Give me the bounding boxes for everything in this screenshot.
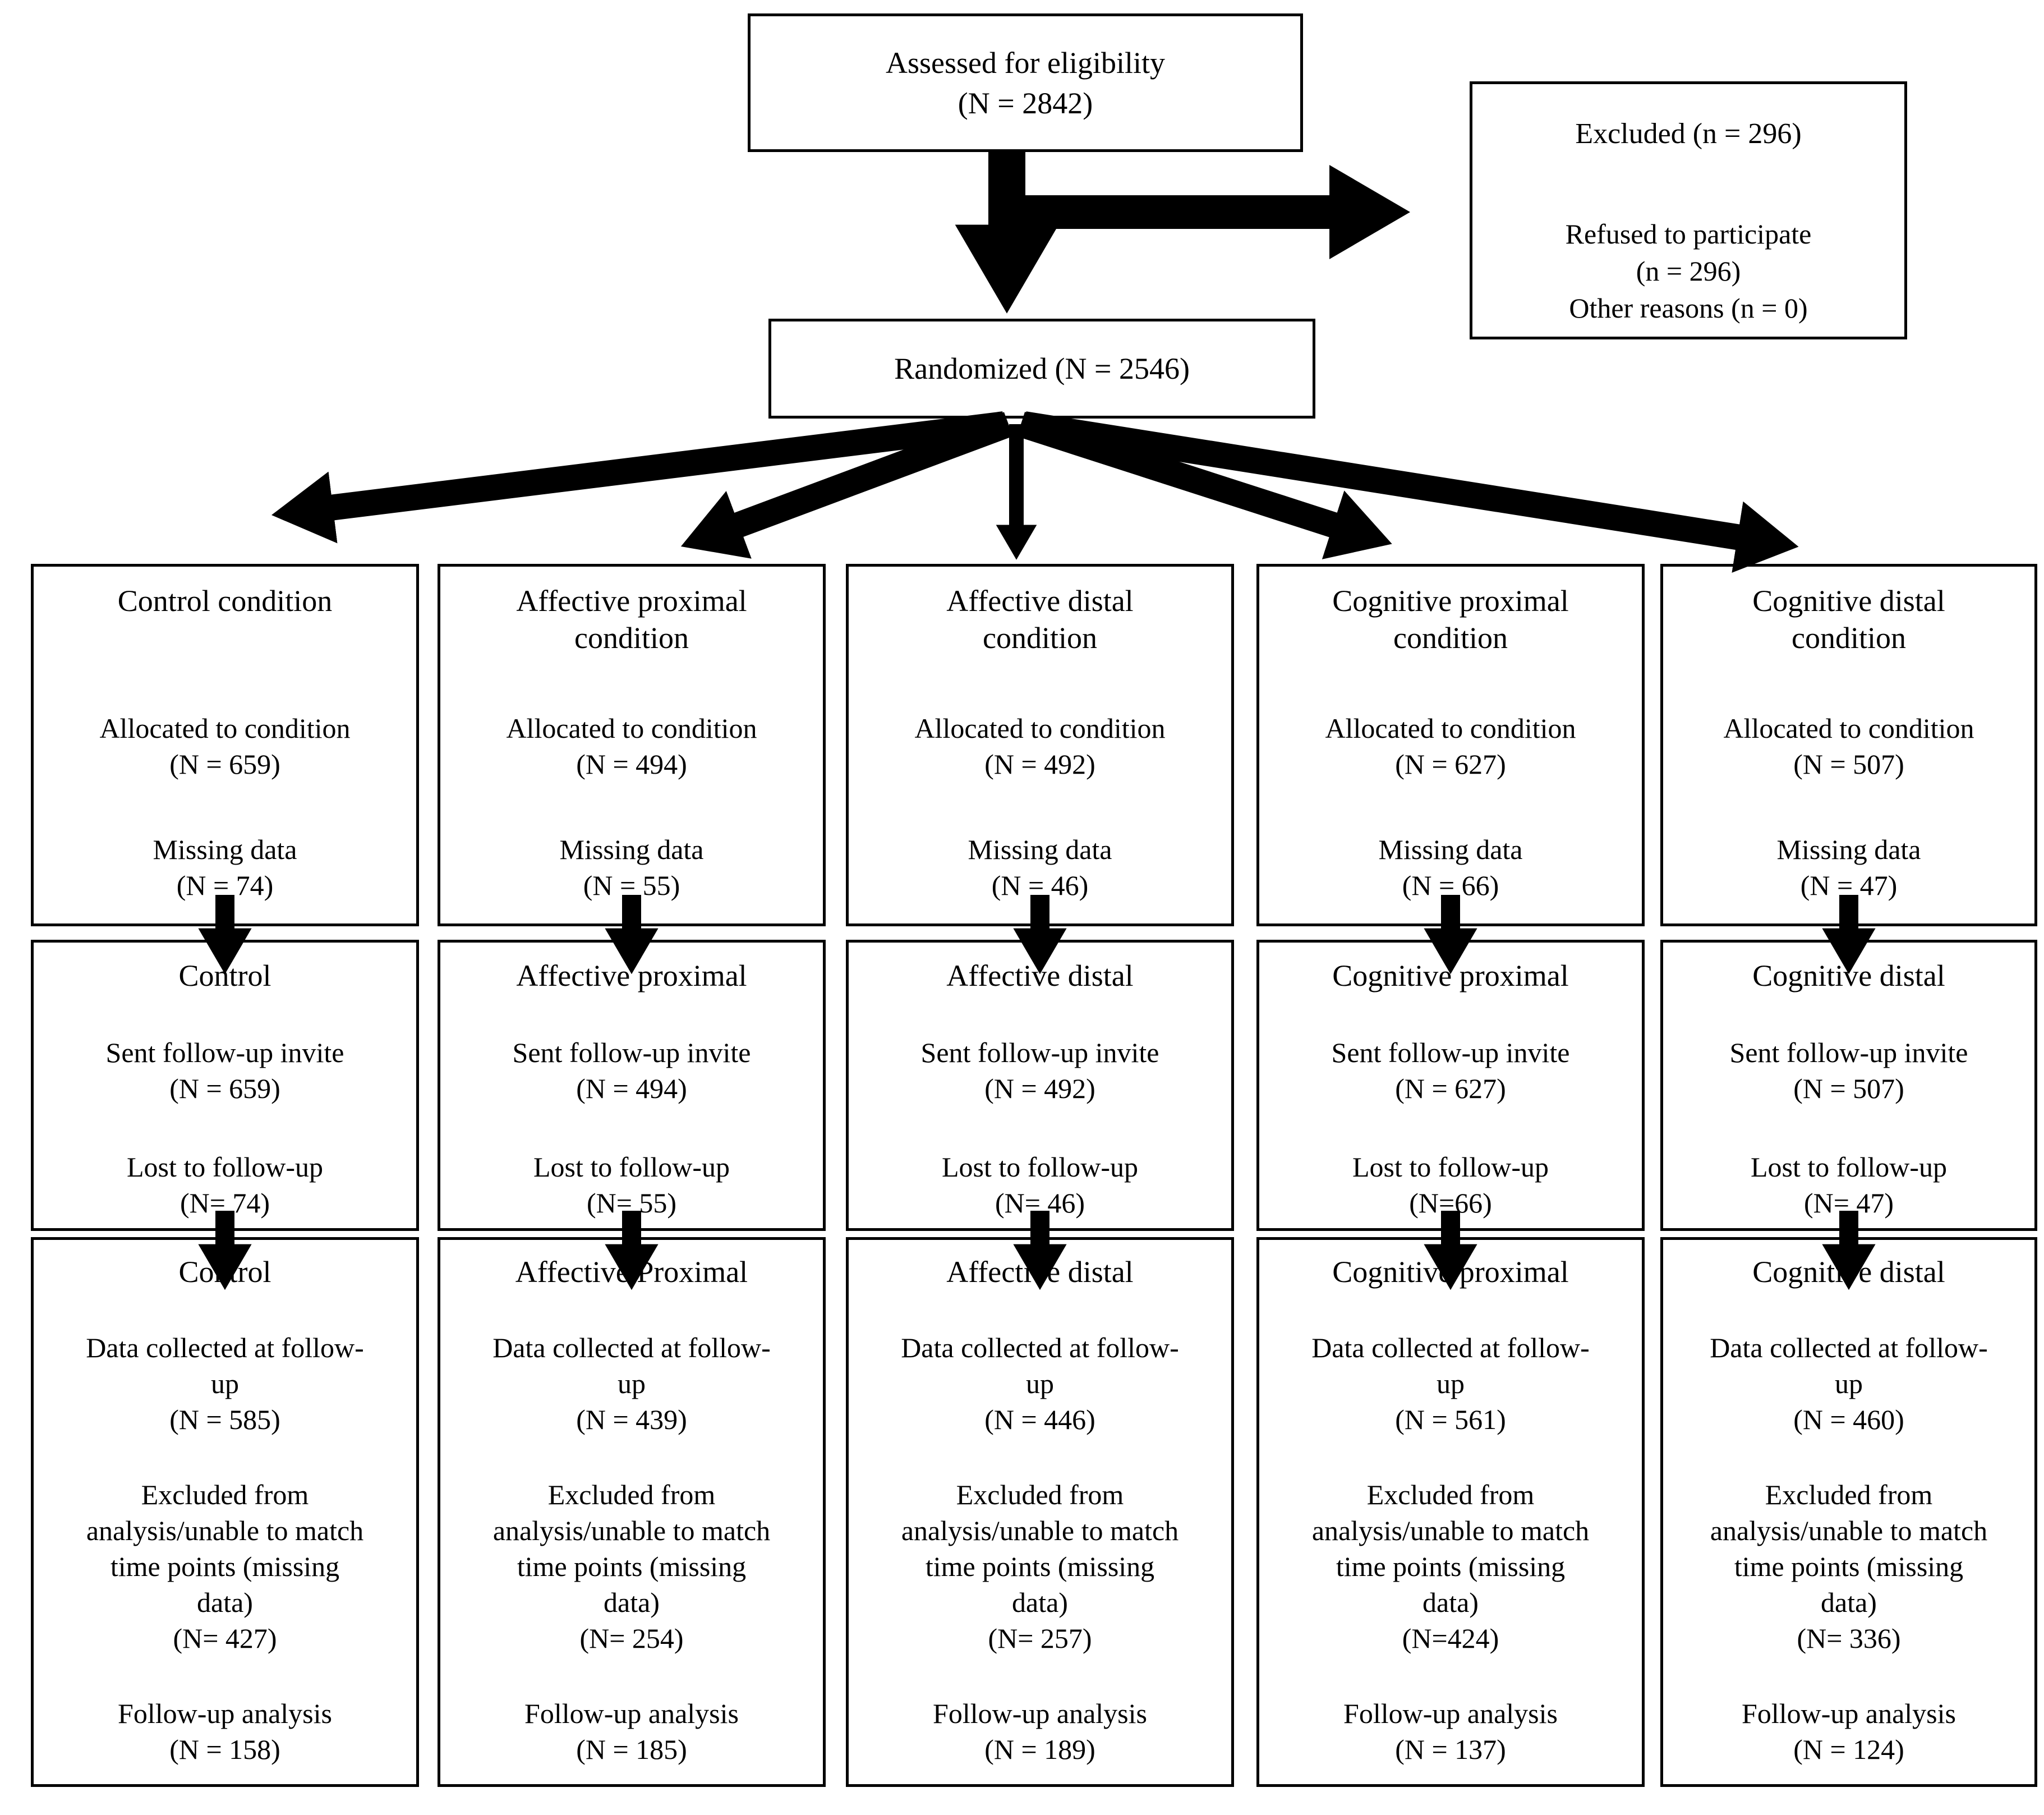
- allocation-box-control: Control condition Allocated to condition…: [31, 564, 419, 926]
- excluded-reasons: Refused to participate (n = 296) Other r…: [1565, 218, 1812, 324]
- condition-title: Cognitive proximal: [1332, 959, 1569, 992]
- allocation-box-cognitive-distal: Cognitive distal condition Allocated to …: [1660, 564, 2037, 926]
- condition-title: Cognitive distal: [1752, 1255, 1945, 1289]
- condition-title: Affective proximal: [516, 959, 747, 992]
- lost-followup-count: Lost to follow-up (N= 74): [127, 1151, 323, 1219]
- excluded-from-analysis-count: Excluded from analysis/unable to match t…: [1710, 1479, 1988, 1654]
- analysis-box-affective-distal: Affective distal Data collected at follo…: [846, 1237, 1234, 1787]
- condition-title: Cognitive distal: [1752, 959, 1945, 992]
- allocated-count: Allocated to condition (N = 659): [99, 713, 351, 780]
- assessed-for-eligibility-box: Assessed for eligibility (N = 2842): [748, 13, 1303, 152]
- missing-data-count: Missing data (N = 74): [153, 834, 297, 901]
- data-collected-count: Data collected at follow- up (N = 460): [1710, 1332, 1988, 1435]
- sent-invite-count: Sent follow-up invite (N = 627): [1331, 1037, 1570, 1104]
- followup-box-cognitive-proximal: Cognitive proximal Sent follow-up invite…: [1256, 940, 1645, 1231]
- excluded-from-analysis-count: Excluded from analysis/unable to match t…: [1311, 1479, 1590, 1654]
- missing-data-count: Missing data (N = 66): [1378, 834, 1523, 901]
- sent-invite-count: Sent follow-up invite (N = 507): [1729, 1037, 1968, 1104]
- excluded-title: Excluded (n = 296): [1575, 118, 1802, 150]
- followup-analysis-count: Follow-up analysis (N = 189): [933, 1698, 1147, 1765]
- excluded-box: Excluded (n = 296) Refused to participat…: [1470, 81, 1907, 339]
- data-collected-count: Data collected at follow- up (N = 446): [901, 1332, 1179, 1435]
- lost-followup-count: Lost to follow-up (N= 46): [942, 1151, 1138, 1219]
- data-collected-count: Data collected at follow- up (N = 439): [492, 1332, 771, 1435]
- followup-box-cognitive-distal: Cognitive distal Sent follow-up invite (…: [1660, 940, 2037, 1231]
- condition-title: Affective distal: [946, 959, 1134, 992]
- followup-analysis-count: Follow-up analysis (N = 158): [118, 1698, 332, 1765]
- followup-box-affective-proximal: Affective proximal Sent follow-up invite…: [438, 940, 826, 1231]
- condition-title: Cognitive distal condition: [1752, 584, 1945, 655]
- condition-title: Control: [178, 1255, 271, 1289]
- allocated-count: Allocated to condition (N = 627): [1325, 713, 1576, 780]
- followup-analysis-count: Follow-up analysis (N = 137): [1343, 1698, 1558, 1765]
- missing-data-count: Missing data (N = 46): [968, 834, 1112, 901]
- allocated-count: Allocated to condition (N = 494): [506, 713, 757, 780]
- data-collected-count: Data collected at follow- up (N = 585): [86, 1332, 364, 1435]
- allocated-count: Allocated to condition (N = 492): [914, 713, 1166, 780]
- analysis-box-control: Control Data collected at follow- up (N …: [31, 1237, 419, 1787]
- arrow-randomized-to-cognitive-distal: [1022, 411, 1799, 573]
- missing-data-count: Missing data (N = 47): [1776, 834, 1921, 901]
- excluded-from-analysis-count: Excluded from analysis/unable to match t…: [901, 1479, 1179, 1654]
- excluded-from-analysis-count: Excluded from analysis/unable to match t…: [492, 1479, 771, 1654]
- condition-title: Affective distal condition: [946, 584, 1134, 655]
- allocated-count: Allocated to condition (N = 507): [1723, 713, 1974, 780]
- sent-invite-count: Sent follow-up invite (N = 494): [512, 1037, 751, 1104]
- analysis-box-cognitive-proximal: Cognitive proximal Data collected at fol…: [1256, 1237, 1645, 1787]
- arrow-randomized-to-affective-proximal: [680, 412, 1014, 559]
- followup-analysis-count: Follow-up analysis (N = 185): [524, 1698, 739, 1765]
- followup-analysis-count: Follow-up analysis (N = 124): [1742, 1698, 1956, 1765]
- missing-data-count: Missing data (N = 55): [559, 834, 704, 901]
- allocation-box-affective-distal: Affective distal condition Allocated to …: [846, 564, 1234, 926]
- allocation-box-affective-proximal: Affective proximal condition Allocated t…: [438, 564, 826, 926]
- randomized-text: Randomized (N = 2546): [894, 352, 1190, 385]
- lost-followup-count: Lost to follow-up (N=66): [1352, 1151, 1549, 1219]
- arrow-randomized-to-control: [271, 411, 1006, 544]
- randomized-box: Randomized (N = 2546): [768, 319, 1315, 419]
- allocation-box-cognitive-proximal: Cognitive proximal condition Allocated t…: [1256, 564, 1645, 926]
- sent-invite-count: Sent follow-up invite (N = 492): [920, 1037, 1159, 1104]
- followup-box-affective-distal: Affective distal Sent follow-up invite (…: [846, 940, 1234, 1231]
- analysis-box-affective-proximal: Affective Proximal Data collected at fol…: [438, 1237, 826, 1787]
- excluded-from-analysis-count: Excluded from analysis/unable to match t…: [86, 1479, 364, 1654]
- lost-followup-count: Lost to follow-up (N= 55): [533, 1151, 730, 1219]
- sent-invite-count: Sent follow-up invite (N = 659): [105, 1037, 344, 1104]
- condition-title: Cognitive proximal: [1332, 1255, 1569, 1289]
- condition-title: Control condition: [117, 584, 333, 618]
- condition-title: Affective Proximal: [515, 1255, 748, 1289]
- analysis-box-cognitive-distal: Cognitive distal Data collected at follo…: [1660, 1237, 2037, 1787]
- condition-title: Control: [178, 959, 271, 992]
- followup-box-control: Control Sent follow-up invite (N = 659) …: [31, 940, 419, 1231]
- arrow-randomized-to-cognitive-proximal: [1016, 412, 1392, 559]
- condition-title: Affective proximal condition: [516, 584, 747, 655]
- data-collected-count: Data collected at follow- up (N = 561): [1311, 1332, 1590, 1435]
- assessed-text: Assessed for eligibility (N = 2842): [886, 45, 1165, 120]
- condition-title: Cognitive proximal condition: [1332, 584, 1569, 655]
- condition-title: Affective distal: [946, 1255, 1134, 1289]
- lost-followup-count: Lost to follow-up (N= 47): [1751, 1151, 1947, 1219]
